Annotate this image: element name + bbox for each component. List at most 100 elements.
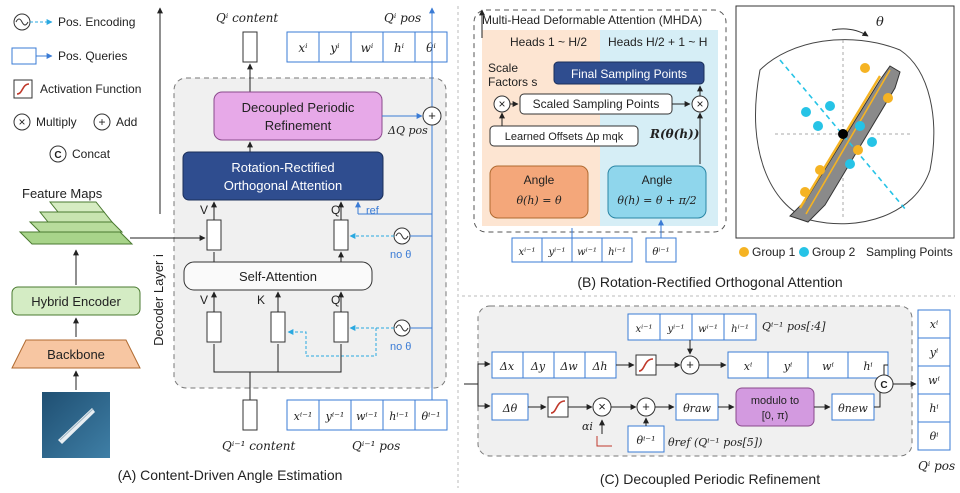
pos-queries-label: Pos. Queries	[58, 49, 127, 63]
q-content-in-label: Qⁱ⁻¹ content	[222, 439, 296, 453]
add-symbol: +	[98, 115, 105, 129]
final-sampling-label: Final Sampling Points	[571, 67, 687, 81]
pos-out-w: wⁱ	[361, 41, 374, 55]
q-pos-sub-label: Qⁱ⁻¹ pos[:4]	[762, 320, 826, 333]
multiply-node-2-symbol: ×	[696, 97, 703, 111]
q1-label: Q	[331, 203, 340, 217]
pos-in-x: xⁱ⁻¹	[294, 410, 313, 423]
out-y: yⁱ	[929, 346, 938, 359]
rroa-box	[182, 151, 384, 201]
self-attention-box	[183, 261, 373, 291]
delta-theta-box	[491, 393, 529, 421]
pos-encoding-label: Pos. Encoding	[58, 15, 135, 29]
pos-in-w: wⁱ⁻¹	[356, 410, 378, 423]
new-h: hⁱ	[863, 360, 872, 373]
decoder-layer-label: Decoder Layer i	[151, 254, 166, 346]
learned-offsets-label: Learned Offsets Δp mqk	[505, 131, 624, 143]
add-node-dpr-symbol: +	[428, 108, 436, 123]
activation-legend: Activation Function	[13, 79, 141, 99]
heads-left-label: Heads 1 ~ H/2	[510, 35, 587, 49]
mhda-in-h: hⁱ⁻¹	[608, 247, 626, 258]
add-label: Add	[116, 115, 137, 129]
group2-point	[813, 121, 823, 131]
v2-label: V	[200, 293, 208, 307]
pos-out-y: yⁱ	[329, 41, 340, 55]
q-content-in-box	[242, 399, 258, 431]
pos-out-h: hⁱ	[394, 41, 405, 55]
panel-a: Feature Maps Hybrid Encoder Backbone Dec…	[11, 7, 448, 483]
boat-theta-label: θ	[876, 15, 884, 30]
ref-label: ref	[366, 205, 380, 217]
pos-in-y: yⁱ⁻¹	[325, 410, 345, 423]
rotation-label: R(θ(h))	[649, 127, 699, 141]
v1-label: V	[200, 203, 208, 217]
theta-prev-box	[627, 425, 665, 453]
q-pos-out-label: Qⁱ pos	[384, 11, 421, 25]
feature-maps-label: Feature Maps	[22, 186, 103, 201]
mhda-label: Multi-Head Deformable Attention (MHDA)	[482, 13, 702, 27]
dpr-label-2: Refinement	[265, 118, 332, 133]
prev-h: hⁱ⁻¹	[731, 324, 749, 335]
pos-in-h: hⁱ⁻¹	[389, 410, 409, 423]
mhda-theta-in: θⁱ⁻¹	[652, 247, 669, 258]
delta-row: Δx Δy Δw Δh	[491, 351, 617, 379]
legend: Pos. Encoding Pos. Queries Activation Fu…	[11, 13, 141, 163]
group1-point	[853, 145, 863, 155]
theta-raw-label: θraw	[683, 402, 711, 415]
q-pos-out-row: xⁱ yⁱ wⁱ hⁱ θⁱ	[286, 31, 448, 63]
delta-h: Δh	[591, 360, 607, 373]
theta-ref-label: θref (Qⁱ⁻¹ pos[5])	[668, 436, 762, 449]
new-y: yⁱ	[783, 360, 792, 373]
multiply-node-1-symbol: ×	[498, 97, 505, 111]
prev-row: xⁱ⁻¹ yⁱ⁻¹ wⁱ⁻¹ hⁱ⁻¹	[627, 313, 757, 341]
delta-q-label: ΔQ pos	[387, 124, 428, 137]
group2-point	[867, 137, 877, 147]
rroa-label-1: Rotation-Rectified	[231, 160, 334, 175]
rroa-label-2: Orthogonal Attention	[224, 178, 343, 193]
dpr-label-1: Decoupled Periodic	[242, 100, 355, 115]
pos-in-theta: θⁱ⁻¹	[421, 410, 440, 423]
delta-y: Δy	[530, 360, 546, 373]
panel-c: Δx Δy Δw Δh + xⁱ⁻¹ yⁱ⁻¹ wⁱ⁻¹ hⁱ⁻¹ Qⁱ⁻¹ p…	[464, 305, 955, 487]
group2-point	[845, 159, 855, 169]
q2-label: Q	[331, 293, 340, 307]
q-content-out-box	[242, 31, 258, 63]
angle-left-box	[489, 165, 589, 219]
activation-node-2	[547, 396, 569, 418]
theta-new-box	[831, 393, 875, 421]
concat-label: Concat	[72, 147, 111, 161]
mhda-in-w: wⁱ⁻¹	[577, 247, 597, 258]
prev-x: xⁱ⁻¹	[636, 324, 653, 335]
pos-queries-legend: Pos. Queries	[11, 47, 127, 65]
boat-illustration: θ	[735, 5, 955, 239]
mhda-in-x: xⁱ⁻¹	[519, 247, 536, 258]
no-theta-label-2: no θ	[390, 341, 411, 353]
panel-a-caption: (A) Content-Driven Angle Estimation	[118, 467, 343, 483]
modulo-label-2: [0, π)	[762, 410, 789, 422]
k2-box	[270, 311, 286, 343]
q-pos-out-c-label: Qⁱ pos	[918, 459, 955, 473]
group2-dot	[799, 247, 809, 257]
mhda-input-row: xⁱ⁻¹ yⁱ⁻¹ wⁱ⁻¹ hⁱ⁻¹	[511, 237, 633, 263]
multiply-symbol: ×	[18, 115, 25, 129]
learned-offsets-box	[489, 125, 639, 147]
pos-out-theta: θⁱ	[426, 41, 436, 55]
delta-theta-label: Δθ	[502, 402, 518, 415]
group2-label: Group 2	[812, 245, 856, 259]
new-w: wⁱ	[822, 360, 834, 373]
group2-point	[855, 121, 865, 131]
concat-symbol: C	[54, 150, 61, 161]
group2-point	[825, 101, 835, 111]
mhda-in-y: yⁱ⁻¹	[548, 247, 566, 258]
group1-point	[860, 63, 870, 73]
out-x: xⁱ	[930, 318, 938, 331]
q-pos-in-label: Qⁱ⁻¹ pos	[352, 439, 400, 453]
group1-point	[883, 93, 893, 103]
angle-left-title: Angle	[524, 173, 555, 187]
output-column: xⁱ yⁱ wⁱ hⁱ θⁱ	[917, 309, 951, 451]
q-pos-in-row: xⁱ⁻¹ yⁱ⁻¹ wⁱ⁻¹ hⁱ⁻¹ θⁱ⁻¹	[286, 399, 448, 431]
feature-maps-icon	[18, 201, 134, 245]
k2-label: K	[257, 293, 265, 307]
backbone-label: Backbone	[47, 347, 105, 362]
q2-box	[333, 311, 349, 343]
